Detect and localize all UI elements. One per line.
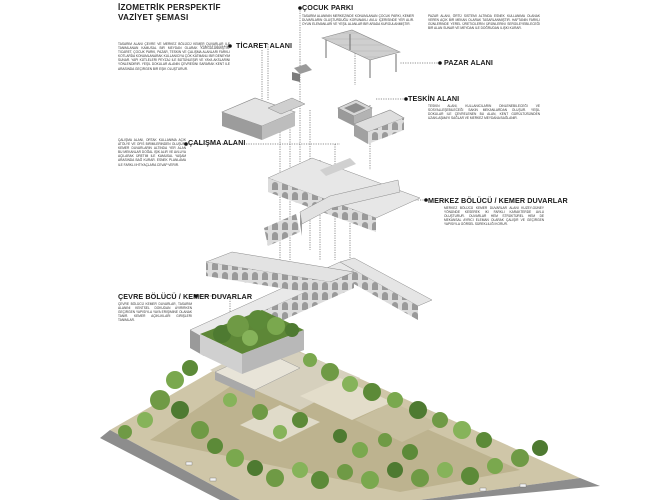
leader-dots [184,6,442,298]
pazar-building [353,109,405,144]
trees [118,310,548,489]
cars [185,461,527,492]
label-calisma: ÇALIŞMA ALANI [188,138,246,147]
calisma-text: Çalışma alanı, ortak kullanıma açık atöl… [118,138,186,167]
merkez-text: Merkez bölücü kemer duvarlar alanı kuzey… [444,206,544,227]
intro-text: Tasarım alanı çevre ve merkez bölücü kem… [118,42,230,71]
label-merkez: MERKEZ BÖLÜCÜ / KEMER DUVARLAR [428,196,568,205]
label-cevre: ÇEVRE BÖLÜCÜ / KEMER DUVARLAR [118,292,253,301]
merkez-walls-upper [264,157,421,246]
pazar-text: Pazar alanı, örtü sistemi altında esnek … [428,14,540,31]
teskin-building [337,99,373,126]
cevre-text: Çevre bölücü kemer duvarlar, tasarım ala… [118,302,192,323]
label-ticaret: TİCARET ALANI [236,41,293,50]
label-teskin: TESKİN ALANI [408,94,460,103]
cocuk-text: Tasarım alanının merkezinde konumlanan ç… [302,14,414,27]
label-cocuk: ÇOCUK PARKI [302,3,354,12]
diagram-title: İZOMETRİK PERSPEKTİF VAZİYET ŞEMASI [118,3,221,22]
ticaret-building [221,97,306,140]
label-pazar: PAZAR ALANI [444,58,494,67]
cocuk-parki-canopy [292,29,401,82]
road [100,430,600,500]
teskin-text: Teskin alanı, kullanıcıların dinlenebile… [428,104,540,121]
